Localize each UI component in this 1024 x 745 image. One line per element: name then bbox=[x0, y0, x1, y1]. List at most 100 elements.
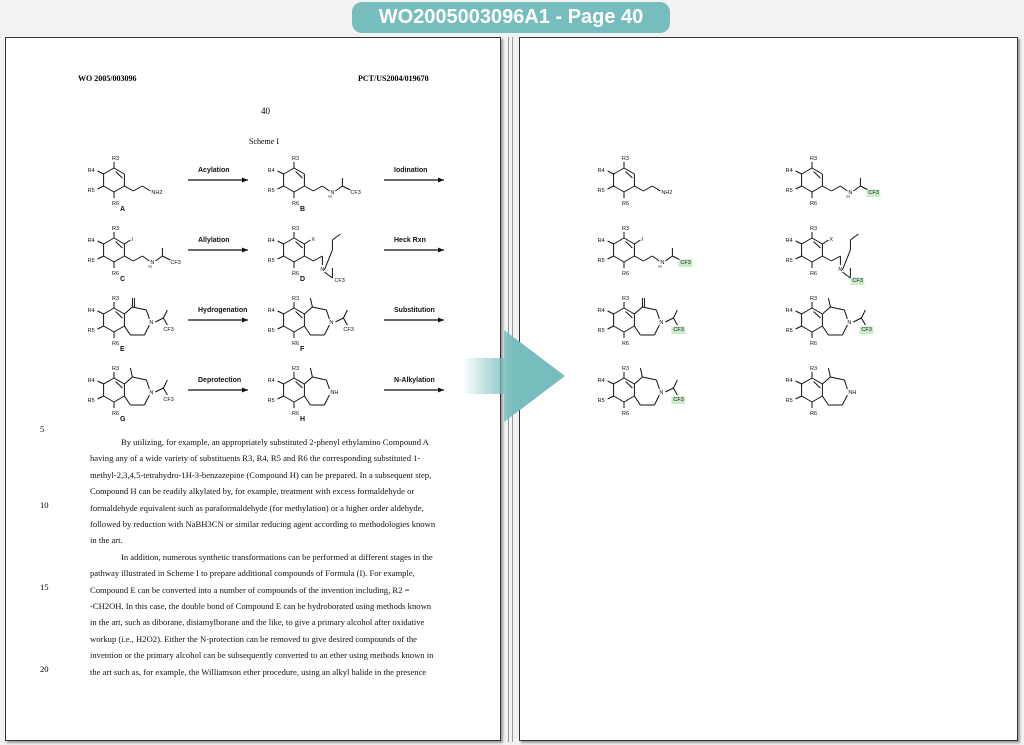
bond bbox=[293, 307, 305, 315]
atom-label: CF3 bbox=[170, 260, 180, 266]
bond bbox=[145, 309, 150, 320]
arrowhead-icon bbox=[242, 247, 248, 253]
atom-label: N bbox=[320, 267, 324, 273]
bond bbox=[312, 306, 327, 311]
bond bbox=[277, 310, 284, 315]
bond bbox=[323, 324, 330, 336]
bond bbox=[634, 239, 641, 245]
bond bbox=[795, 325, 802, 330]
atom-label: R5 bbox=[88, 258, 95, 264]
bond bbox=[277, 255, 284, 260]
atom-label: NH bbox=[848, 390, 856, 396]
bond bbox=[123, 395, 131, 406]
bond bbox=[634, 185, 644, 192]
text-line: in the art, such as diborane, disiamylbo… bbox=[90, 617, 425, 628]
bond bbox=[312, 376, 327, 381]
bond bbox=[283, 237, 295, 245]
bond bbox=[842, 271, 851, 279]
bond bbox=[843, 309, 848, 320]
atom-label: N bbox=[660, 260, 664, 266]
bond bbox=[97, 240, 104, 245]
bond bbox=[672, 317, 678, 326]
bond bbox=[813, 171, 821, 179]
bond bbox=[634, 255, 644, 262]
bond bbox=[653, 324, 660, 336]
atom-label: R3 bbox=[810, 296, 817, 302]
bond bbox=[162, 309, 168, 319]
bond bbox=[123, 325, 131, 336]
bond bbox=[795, 170, 802, 175]
text-line: methyl-2,3,4,5-tetrahydro-1H-3-benzazepi… bbox=[90, 469, 432, 480]
atom-label: R6 bbox=[292, 271, 299, 277]
conversion-arrow-icon bbox=[462, 330, 565, 422]
bond bbox=[613, 255, 625, 263]
bond bbox=[811, 377, 823, 385]
arrowhead-icon bbox=[242, 317, 248, 323]
atom-label: R5 bbox=[88, 398, 95, 404]
atom-label: NH2 bbox=[151, 190, 162, 196]
atom-label: R6 bbox=[810, 341, 817, 347]
atom-label: R5 bbox=[268, 328, 275, 334]
atom-label: I bbox=[131, 237, 133, 243]
atom-label: CF3 bbox=[852, 278, 862, 284]
bond bbox=[103, 237, 115, 245]
bond bbox=[124, 376, 133, 385]
bond bbox=[822, 239, 829, 245]
bond bbox=[323, 394, 330, 406]
atom-label: R4 bbox=[598, 378, 605, 384]
bond bbox=[643, 185, 653, 192]
atom-label: H bbox=[328, 194, 331, 199]
bond bbox=[801, 167, 813, 175]
text-line: By utilizing, for example, an appropriat… bbox=[121, 437, 429, 447]
bond bbox=[133, 185, 143, 192]
atom-label: R5 bbox=[786, 258, 793, 264]
compound-label: C bbox=[120, 276, 125, 283]
atom-label: R5 bbox=[598, 328, 605, 334]
line-number: 15 bbox=[40, 582, 49, 592]
arrowhead-icon bbox=[242, 177, 248, 183]
bond bbox=[277, 185, 284, 190]
atom-label: R4 bbox=[786, 378, 793, 384]
bond bbox=[162, 379, 168, 389]
atom-label: R3 bbox=[112, 156, 119, 162]
text-line: having any of a wide variety of substitu… bbox=[90, 453, 421, 464]
bond bbox=[860, 185, 869, 191]
bond bbox=[293, 395, 305, 403]
bond bbox=[613, 395, 625, 403]
bond bbox=[811, 307, 823, 315]
bond bbox=[821, 325, 829, 336]
original-page[interactable]: WO 2005/003096 PCT/US2004/019670 40 Sche… bbox=[5, 37, 501, 741]
bond bbox=[853, 185, 861, 192]
atom-label: R6 bbox=[292, 201, 299, 207]
bond bbox=[155, 317, 164, 323]
atom-label: R6 bbox=[810, 271, 817, 277]
bond bbox=[623, 237, 635, 245]
text-line: workup (i.e., H2O2). Either the N-protec… bbox=[90, 633, 417, 644]
compound-label: E bbox=[120, 346, 125, 353]
bond bbox=[811, 395, 823, 403]
reaction-label: Acylation bbox=[198, 167, 230, 174]
bond bbox=[113, 185, 125, 193]
bond bbox=[304, 185, 314, 192]
compound-label: A bbox=[120, 206, 125, 213]
atom-label: CF3 bbox=[163, 327, 173, 333]
atom-label: R3 bbox=[810, 366, 817, 372]
bond bbox=[97, 325, 104, 330]
bond bbox=[342, 309, 348, 319]
bond bbox=[332, 233, 341, 241]
bond bbox=[613, 237, 625, 245]
bond bbox=[277, 395, 284, 400]
bond bbox=[607, 255, 614, 260]
bond bbox=[325, 379, 330, 390]
atom-label: R6 bbox=[112, 201, 119, 207]
bond bbox=[623, 377, 635, 385]
atom-label: NH2 bbox=[661, 190, 672, 196]
bond bbox=[801, 255, 813, 263]
bond bbox=[143, 394, 150, 406]
atom-label: N bbox=[847, 320, 851, 326]
bond bbox=[113, 237, 125, 245]
text-line: Compound E can be converted into a numbe… bbox=[90, 584, 410, 595]
atom-label: R3 bbox=[292, 156, 299, 162]
